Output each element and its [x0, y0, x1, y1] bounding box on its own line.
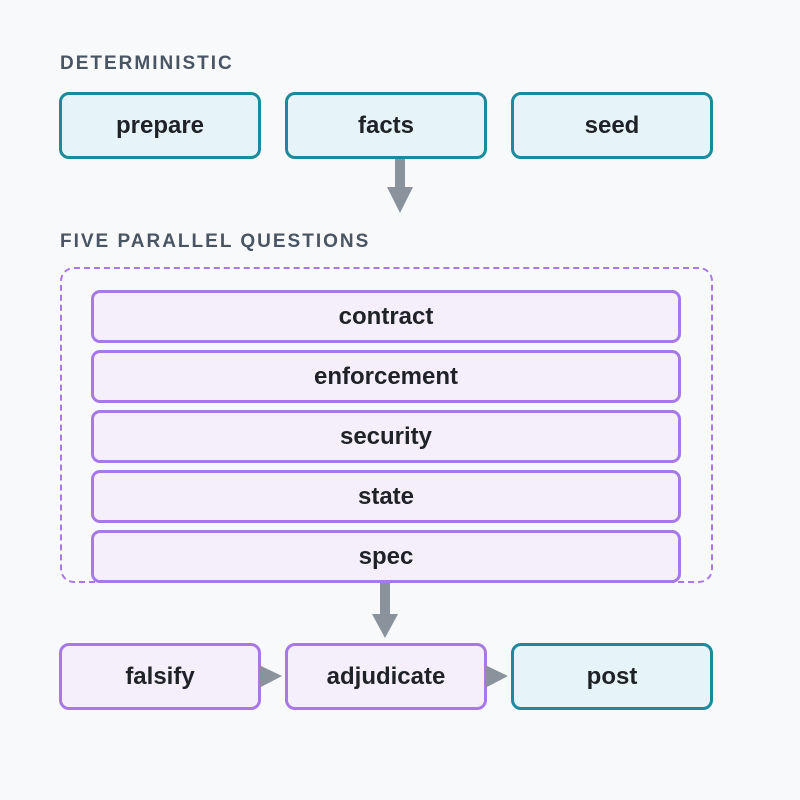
arrow-falsify-to-adjudicate [259, 665, 282, 688]
step-adjudicate: adjudicate [285, 643, 487, 710]
step-seed: seed [511, 92, 713, 159]
question-contract: contract [91, 290, 681, 343]
arrow-facts-to-questions [387, 159, 413, 213]
step-prepare: prepare [59, 92, 261, 159]
question-security: security [91, 410, 681, 463]
step-facts: facts [285, 92, 487, 159]
arrow-adjudicate-to-post [485, 665, 508, 688]
question-state: state [91, 470, 681, 523]
question-spec: spec [91, 530, 681, 583]
question-enforcement: enforcement [91, 350, 681, 403]
step-post: post [511, 643, 713, 710]
parallel-section-label: FIVE PARALLEL QUESTIONS [60, 231, 371, 252]
deterministic-section-label: DETERMINISTIC [60, 53, 234, 74]
arrow-questions-to-adjudicate [372, 583, 398, 638]
step-falsify: falsify [59, 643, 261, 710]
